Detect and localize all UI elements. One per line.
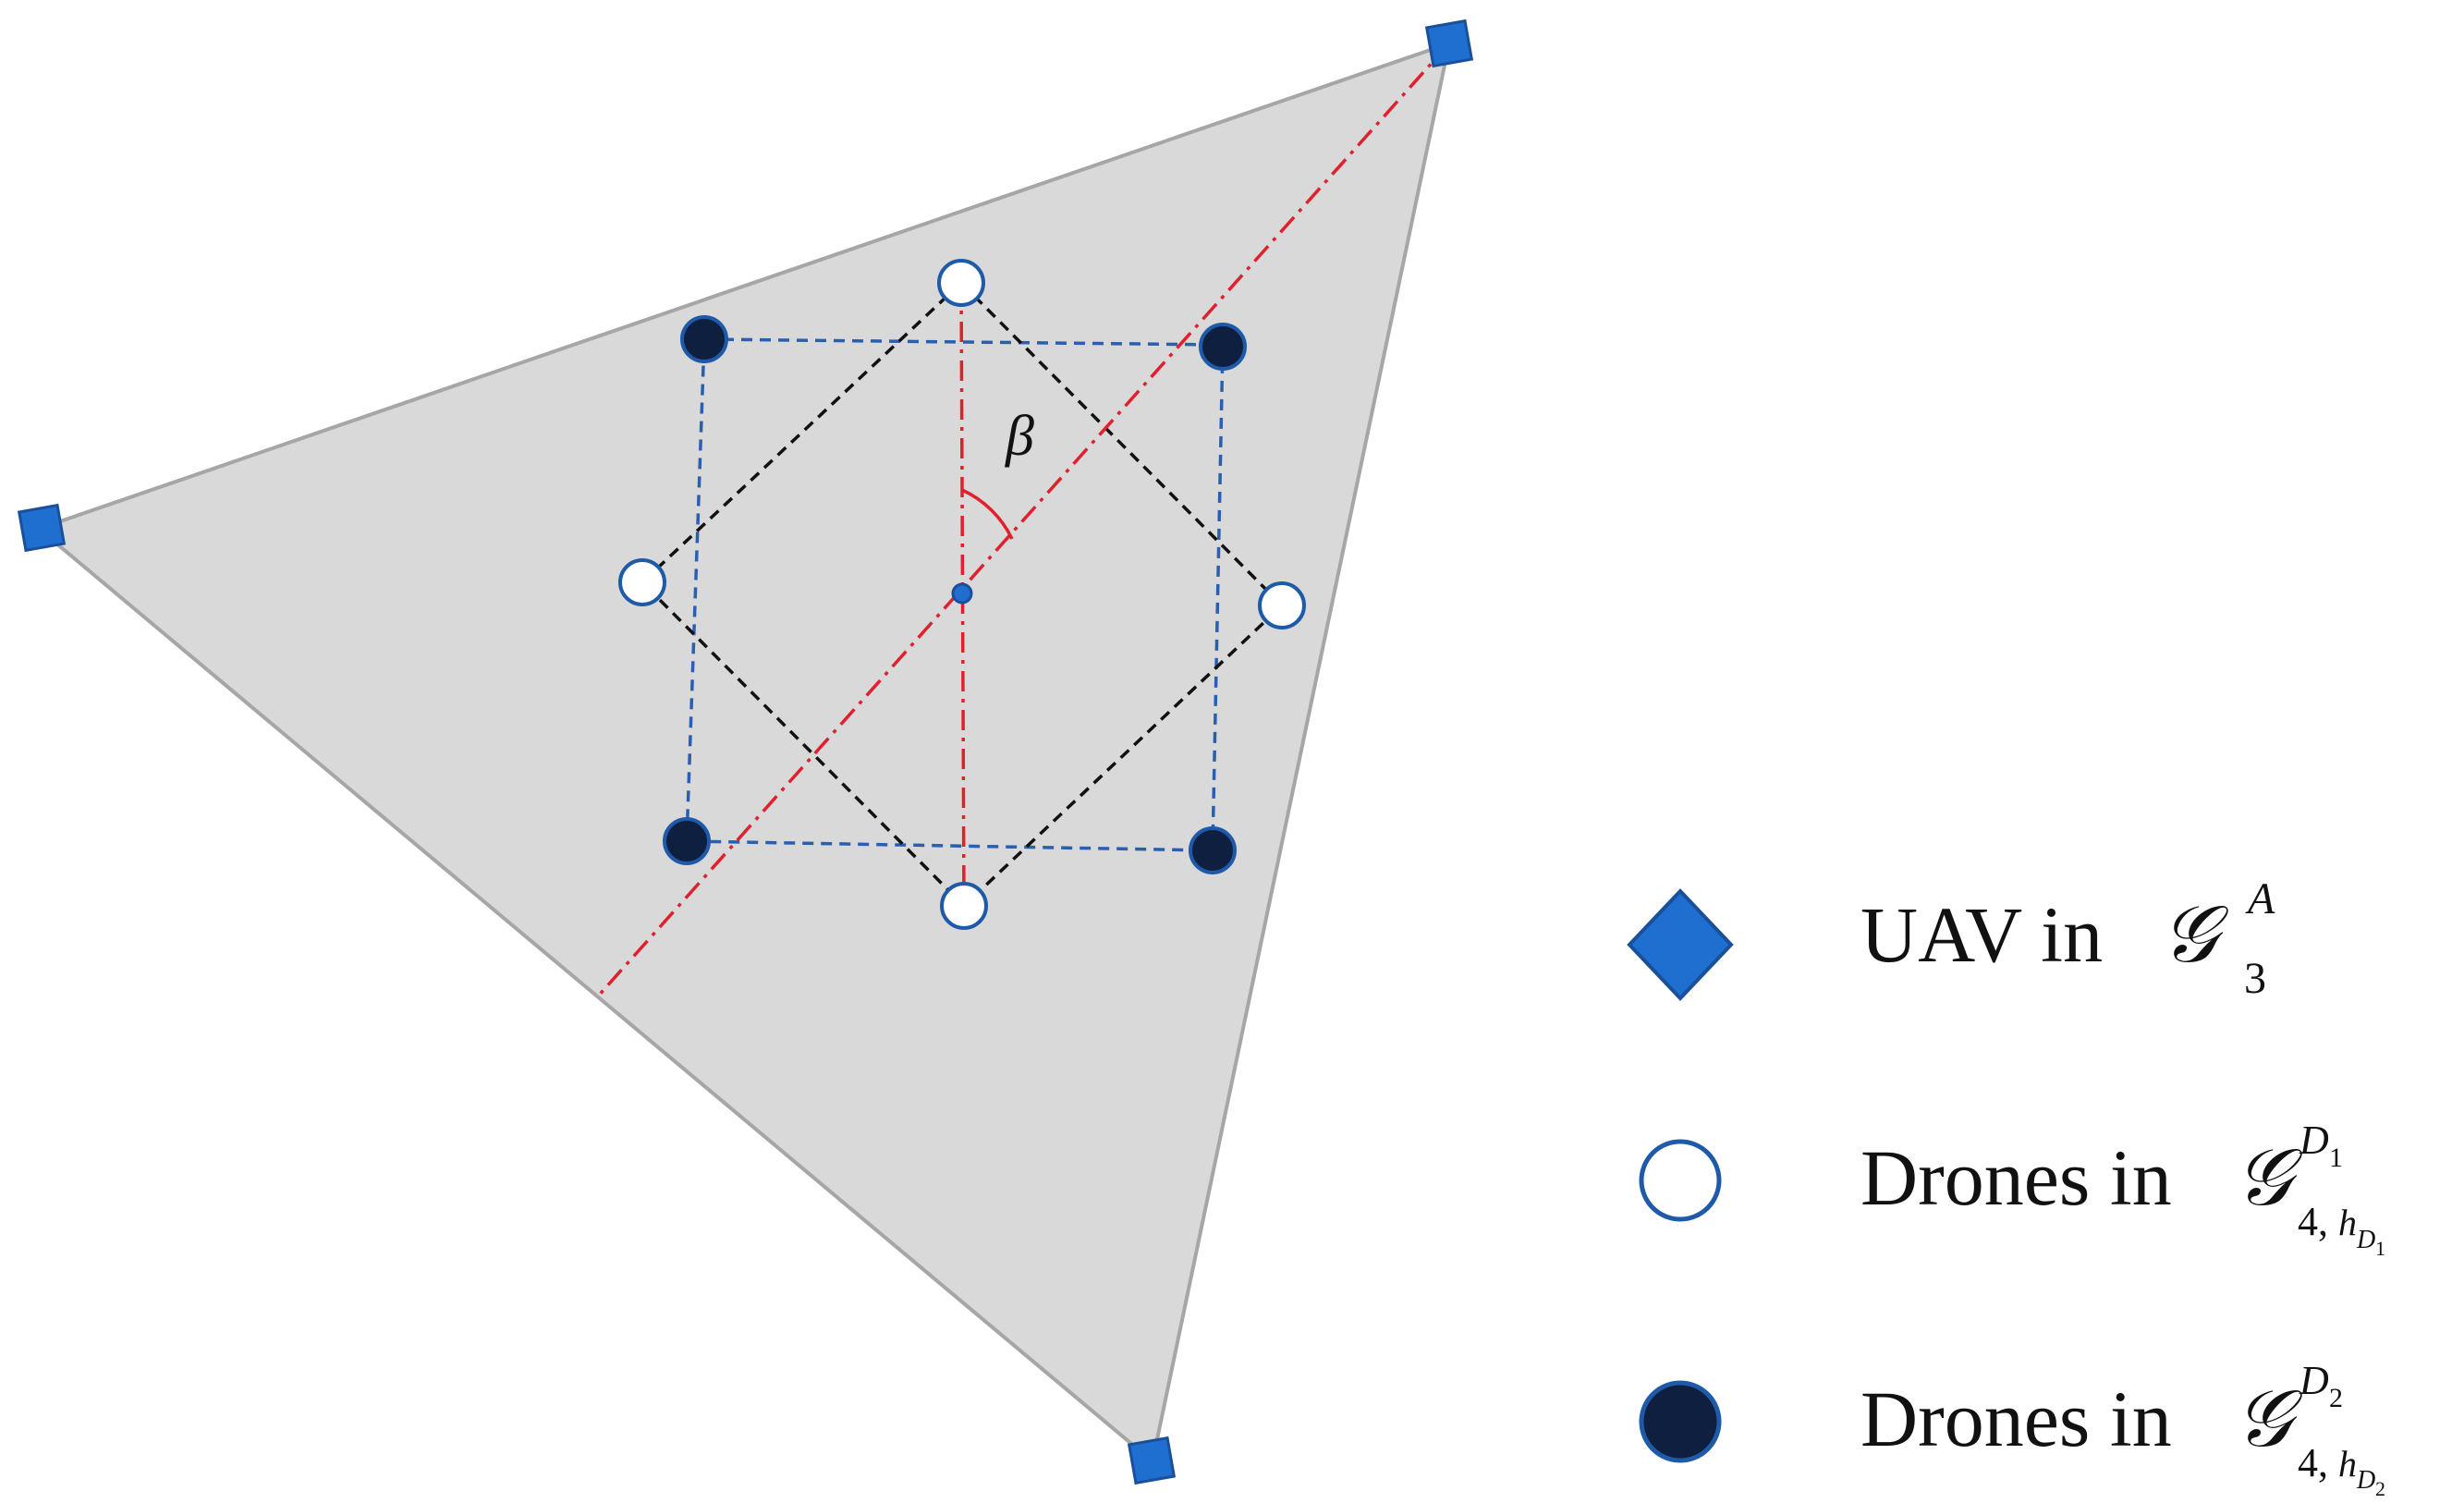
legend-label-uav: UAV in: [1860, 890, 2103, 979]
drone-hollow-bottom: [940, 882, 988, 930]
legend-sub-h-sub-d2: D: [2356, 1466, 2375, 1495]
legend-sup-d2: D: [2299, 1358, 2329, 1403]
legend-symbol-uav: 𝒢: [2161, 890, 2229, 979]
legend-item-drones-d1: Drones in 𝒢 D 1 4, h D 1: [1639, 1118, 2385, 1260]
legend-diamond-icon: [1627, 888, 1734, 1001]
legend-sup-sub-d1: 1: [2329, 1143, 2343, 1173]
coverage-triangle: [35, 40, 1452, 1465]
legend-filled-circle-icon: [1639, 1380, 1722, 1463]
center-point: [951, 582, 973, 605]
legend-sub-h-sub-d1: D: [2356, 1226, 2375, 1254]
legend-sup-d1: D: [2299, 1118, 2329, 1163]
legend-label-drones-d2: Drones in: [1860, 1375, 2172, 1463]
drone-hollow-top: [937, 259, 985, 307]
drone-hollow-left: [618, 558, 666, 606]
legend-sub-h-d1: h: [2338, 1202, 2357, 1243]
uav-marker-bottom: [1127, 1436, 1177, 1485]
uav-marker-top-right: [1424, 18, 1474, 68]
legend-sub-d2: 4,: [2298, 1440, 2328, 1485]
legend-sub-h-sub2-d2: 2: [2375, 1477, 2385, 1500]
drone-filled-bottom-right: [1189, 826, 1237, 874]
angle-arc: [961, 488, 1014, 540]
red-axis-line: [594, 42, 1451, 1000]
drone-hollow-right: [1258, 581, 1306, 629]
drone-filled-top-right: [1199, 323, 1247, 371]
legend-sub-uav: 3: [2244, 954, 2266, 1003]
uav-marker-left: [17, 503, 67, 553]
drone-filled-bottom-left: [663, 817, 711, 865]
angle-label: β: [1005, 405, 1034, 468]
legend-label-drones-d1: Drones in: [1860, 1133, 2172, 1222]
legend-item-drones-d2: Drones in 𝒢 D 2 4, h D 2: [1639, 1358, 2385, 1500]
legend-sub-h-d2: h: [2338, 1443, 2357, 1485]
legend-sub-d1: 4,: [2298, 1199, 2328, 1244]
legend-symbol-d2: 𝒢: [2235, 1375, 2303, 1463]
legend-sup-uav: A: [2245, 874, 2275, 923]
legend-symbol-d1: 𝒢: [2235, 1133, 2303, 1222]
drone-filled-top-left: [680, 315, 728, 363]
legend: UAV in 𝒢 A 3 Drones in 𝒢 D 1 4, h D 1 Dr…: [1627, 874, 2385, 1500]
legend-sup-sub-d2: 2: [2329, 1383, 2343, 1413]
legend-hollow-circle-icon: [1639, 1139, 1722, 1222]
legend-sub-h-sub2-d1: 1: [2375, 1237, 2385, 1260]
legend-item-uav: UAV in 𝒢 A 3: [1627, 874, 2275, 1003]
